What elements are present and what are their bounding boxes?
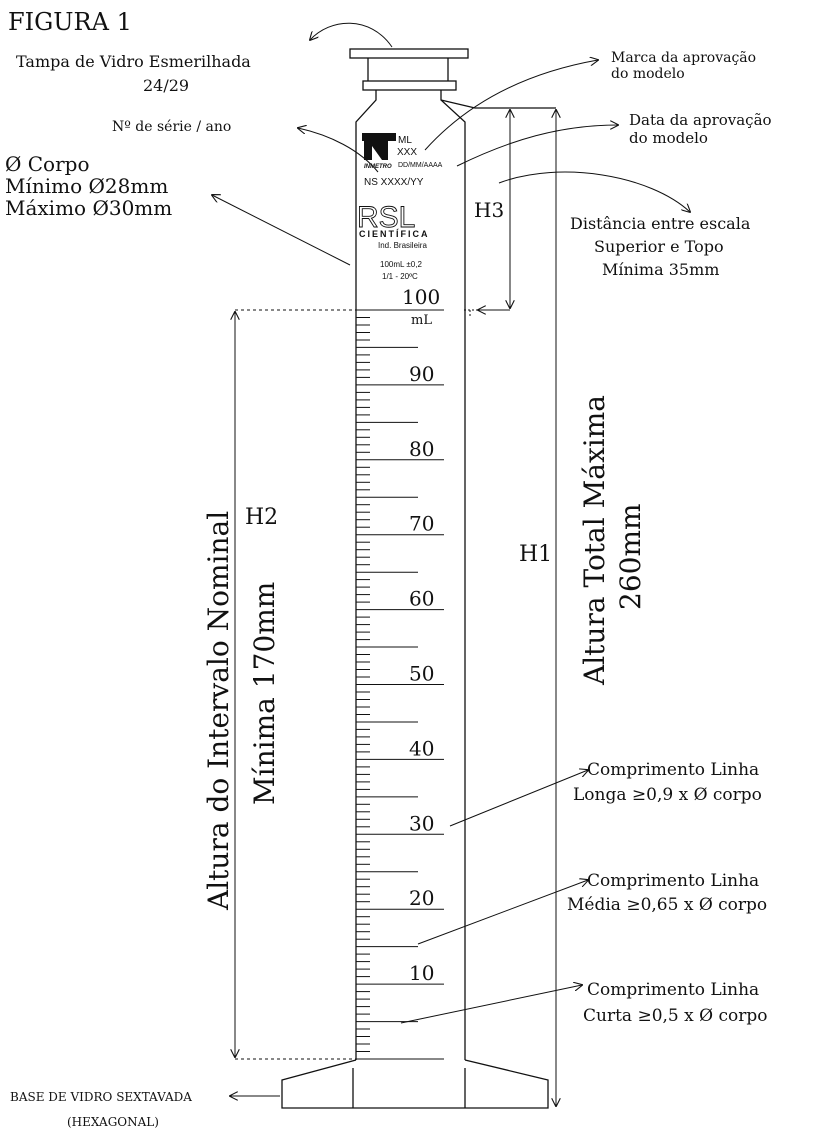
- scale-number-label: 20: [409, 886, 434, 910]
- label-capacity: 100mL ±0,2: [380, 260, 422, 269]
- short-line-label2: Curta ≥0,5 x Ø corpo: [583, 1006, 767, 1026]
- long-line-leader: [449, 770, 588, 827]
- h2-label: H2: [245, 505, 278, 530]
- h3-label: H3: [474, 198, 504, 222]
- cylinder-printed-label: INMETRO ML XXX DD/MM/AAAA NS XXXX/YY RSL…: [357, 133, 443, 281]
- nominal-interval-line2: Mínima 170mm: [248, 582, 281, 805]
- model-mark-leader: [424, 60, 598, 151]
- label-class-temp: 1/1 - 20ºC: [382, 272, 418, 281]
- nominal-interval-line1: Altura do Intervalo Nominal: [202, 511, 235, 911]
- h1-label: H1: [519, 542, 552, 567]
- scale-top-value: 100: [402, 285, 440, 309]
- medium-line-leader: [417, 880, 588, 945]
- label-ns: NS XXXX/YY: [364, 177, 424, 188]
- model-date-leader: [456, 125, 618, 167]
- medium-line-label1: Comprimento Linha: [587, 871, 759, 891]
- scale-number-label: 80: [409, 437, 434, 461]
- scale-numbers: 90 80 70 60 50 40 30 20 10: [409, 362, 434, 985]
- body-diameter-line1: Ø Corpo: [5, 152, 90, 176]
- stopper-leader: [310, 22, 393, 48]
- scale-unit: mL: [411, 313, 432, 328]
- model-date-line2: do modelo: [629, 129, 708, 147]
- scale-number-label: 70: [409, 512, 434, 536]
- short-line-label1: Comprimento Linha: [587, 980, 759, 1000]
- long-line-label1: Comprimento Linha: [587, 760, 759, 780]
- scale-ticks: [356, 309, 444, 1060]
- dimension-lines: [212, 22, 690, 1106]
- cylinder-neck: [355, 90, 466, 1060]
- inmetro-logo-icon: [362, 133, 396, 160]
- inmetro-text: INMETRO: [364, 164, 392, 170]
- scale-number-label: 90: [409, 362, 434, 386]
- stopper-cap: [349, 48, 469, 59]
- cylinder-base: [281, 1059, 549, 1109]
- total-height-line1: Altura Total Máxima: [578, 395, 611, 686]
- scale-distance-line1: Distância entre escala: [570, 214, 751, 233]
- scale-number-label: 40: [409, 736, 434, 760]
- scale-number-label: 50: [409, 662, 434, 686]
- stopper-plug: [367, 58, 449, 81]
- base-label-line1: BASE DE VIDRO SEXTAVADA: [10, 1090, 192, 1104]
- scale-distance-line2: Superior e Topo: [594, 237, 724, 256]
- scale-distance-leader: [498, 171, 690, 212]
- model-mark-line1: Marca da aprovação: [611, 50, 756, 66]
- scale-number-label: 10: [409, 961, 434, 985]
- short-line-leader: [400, 985, 582, 1024]
- label-date: DD/MM/AAAA: [398, 162, 443, 169]
- scale-number-label: 30: [409, 811, 434, 835]
- stopper-label-line2: 24/29: [143, 76, 189, 95]
- label-brand: RSL: [357, 201, 415, 234]
- model-date-line1: Data da aprovação: [629, 111, 772, 129]
- body-diameter-leader: [212, 195, 351, 266]
- medium-line-label2: Média ≥0,65 x Ø corpo: [567, 895, 767, 915]
- body-diameter-line2: Mínimo Ø28mm: [5, 174, 168, 198]
- cylinder-outline: [281, 48, 556, 1109]
- base-label-line2: (HEXAGONAL): [67, 1115, 159, 1129]
- stopper-ring: [362, 80, 457, 91]
- neck-top-line: [440, 99, 556, 109]
- long-line-label2: Longa ≥0,9 x Ø corpo: [573, 785, 762, 805]
- serial-year-label: Nº de série / ano: [112, 119, 231, 135]
- stopper-label-line1: Tampa de Vidro Esmerilhada: [16, 52, 251, 71]
- scale-number-label: 60: [409, 587, 434, 611]
- label-origin: Ind. Brasileira: [378, 241, 427, 250]
- label-brand-sub: CIENTÍFICA: [359, 229, 430, 239]
- body-diameter-line3: Máximo Ø30mm: [5, 196, 172, 220]
- figure-title: FIGURA 1: [8, 8, 132, 36]
- serial-leader: [298, 128, 379, 173]
- scale-distance-line3: Mínima 35mm: [602, 260, 719, 279]
- label-xxx: XXX: [397, 147, 417, 158]
- model-mark-line2: do modelo: [611, 66, 685, 82]
- label-ml: ML: [398, 135, 412, 146]
- total-height-line2: 260mm: [614, 503, 647, 610]
